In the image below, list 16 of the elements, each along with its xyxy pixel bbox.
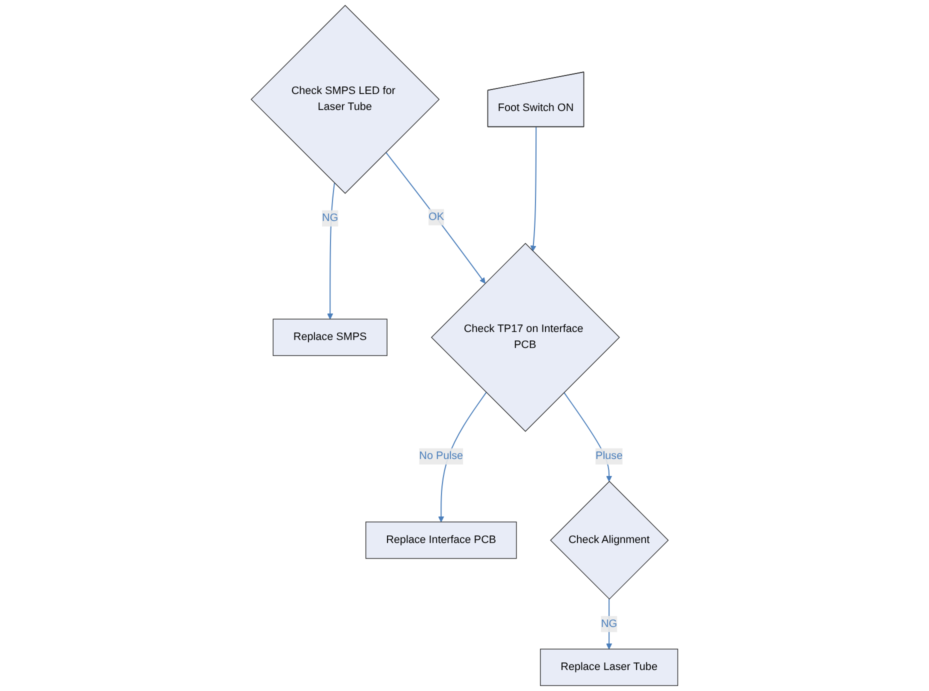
node-diamond: Check Alignment (550, 480, 669, 600)
edge-label: OK (428, 211, 444, 223)
edge-label: NG (322, 212, 338, 224)
edge-label: No Pulse (419, 450, 464, 462)
edge-label: Pluse (596, 450, 623, 462)
node-diamond: Check TP17 on Interface PCB (431, 242, 620, 432)
arrow (327, 182, 335, 320)
arrow (438, 392, 487, 522)
node-box: Replace SMPS (272, 318, 388, 356)
edge-label: NG (600, 618, 618, 630)
node-diamond: Check SMPS LED for Laser Tube (250, 4, 440, 194)
arrow (606, 599, 612, 650)
arrow (386, 152, 486, 284)
arrow (530, 127, 537, 252)
node-box: Replace Laser Tube (540, 648, 678, 686)
node-box: Replace Interface PCB (366, 522, 517, 559)
